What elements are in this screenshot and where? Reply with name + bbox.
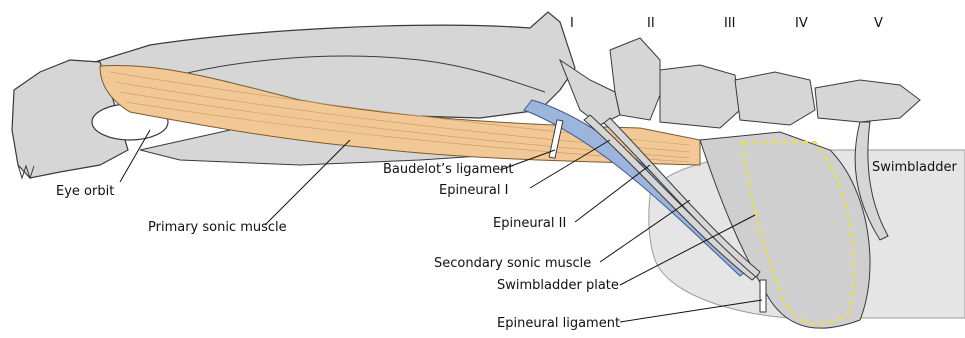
label-epineural-ligament: Epineural ligament bbox=[497, 316, 620, 331]
vertebra-3 bbox=[660, 65, 740, 128]
epineural-ligament-shape bbox=[760, 280, 766, 312]
label-primary-sonic-muscle: Primary sonic muscle bbox=[148, 220, 287, 235]
vertebra-5 bbox=[815, 80, 920, 122]
vertebra-4 bbox=[735, 72, 815, 125]
label-eye-orbit: Eye orbit bbox=[56, 184, 114, 199]
vertebra-label-2: II bbox=[647, 16, 655, 31]
vertebra-label-3: III bbox=[724, 16, 736, 31]
vertebra-label-1: I bbox=[570, 16, 574, 31]
label-swimbladder: Swimbladder bbox=[872, 160, 957, 175]
vertebra-label-4: IV bbox=[795, 16, 808, 31]
label-epineural-2: Epineural II bbox=[493, 216, 566, 231]
label-baudelots-ligament: Baudelot’s ligament bbox=[383, 162, 514, 177]
label-epineural-1: Epineural I bbox=[439, 183, 508, 198]
vertebra-label-5: V bbox=[874, 16, 883, 31]
label-swimbladder-plate: Swimbladder plate bbox=[497, 278, 619, 293]
label-secondary-sonic-muscle: Secondary sonic muscle bbox=[434, 256, 591, 271]
